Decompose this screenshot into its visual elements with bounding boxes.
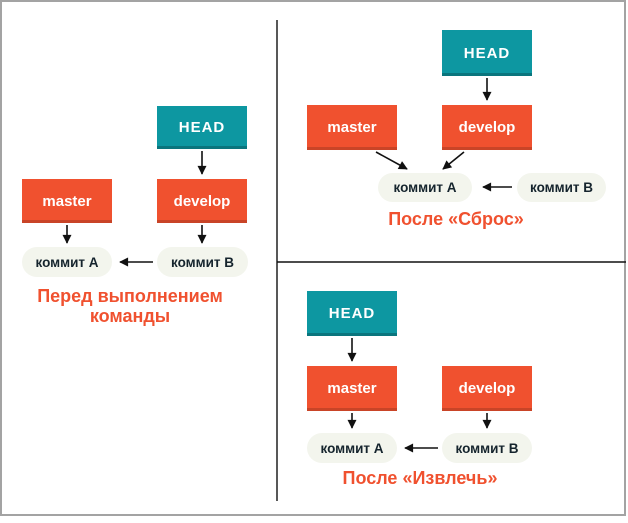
arrow-reset-develop-to-commit-a [442,151,465,170]
before-caption: Перед выполнением команды [30,286,230,326]
reset-commit-b-node: коммит B [517,173,606,202]
before-commit-a-node: коммит A [22,247,112,277]
checkout-caption: После «Извлечь» [342,468,498,488]
reset-commit-a-node: коммит A [378,173,472,202]
checkout-commit-a-node: коммит A [307,433,397,463]
before-caption-line1: Перед выполнением [37,286,223,306]
reset-master-branch-box: master [307,105,397,150]
reset-develop-branch-box: develop [442,105,532,150]
before-head-box: HEAD [157,106,247,149]
before-caption-line2: команды [89,306,171,326]
before-develop-branch-box: develop [157,179,247,223]
checkout-commit-b-node: коммит B [442,433,532,463]
checkout-develop-branch-box: develop [442,366,532,411]
before-commit-b-node: коммит B [157,247,248,277]
reset-head-box: HEAD [442,30,532,76]
reset-caption: После «Сброс» [388,209,524,229]
arrow-reset-master-to-commit-a [375,151,408,170]
checkout-head-box: HEAD [307,291,397,336]
checkout-master-branch-box: master [307,366,397,411]
before-master-branch-box: master [22,179,112,223]
